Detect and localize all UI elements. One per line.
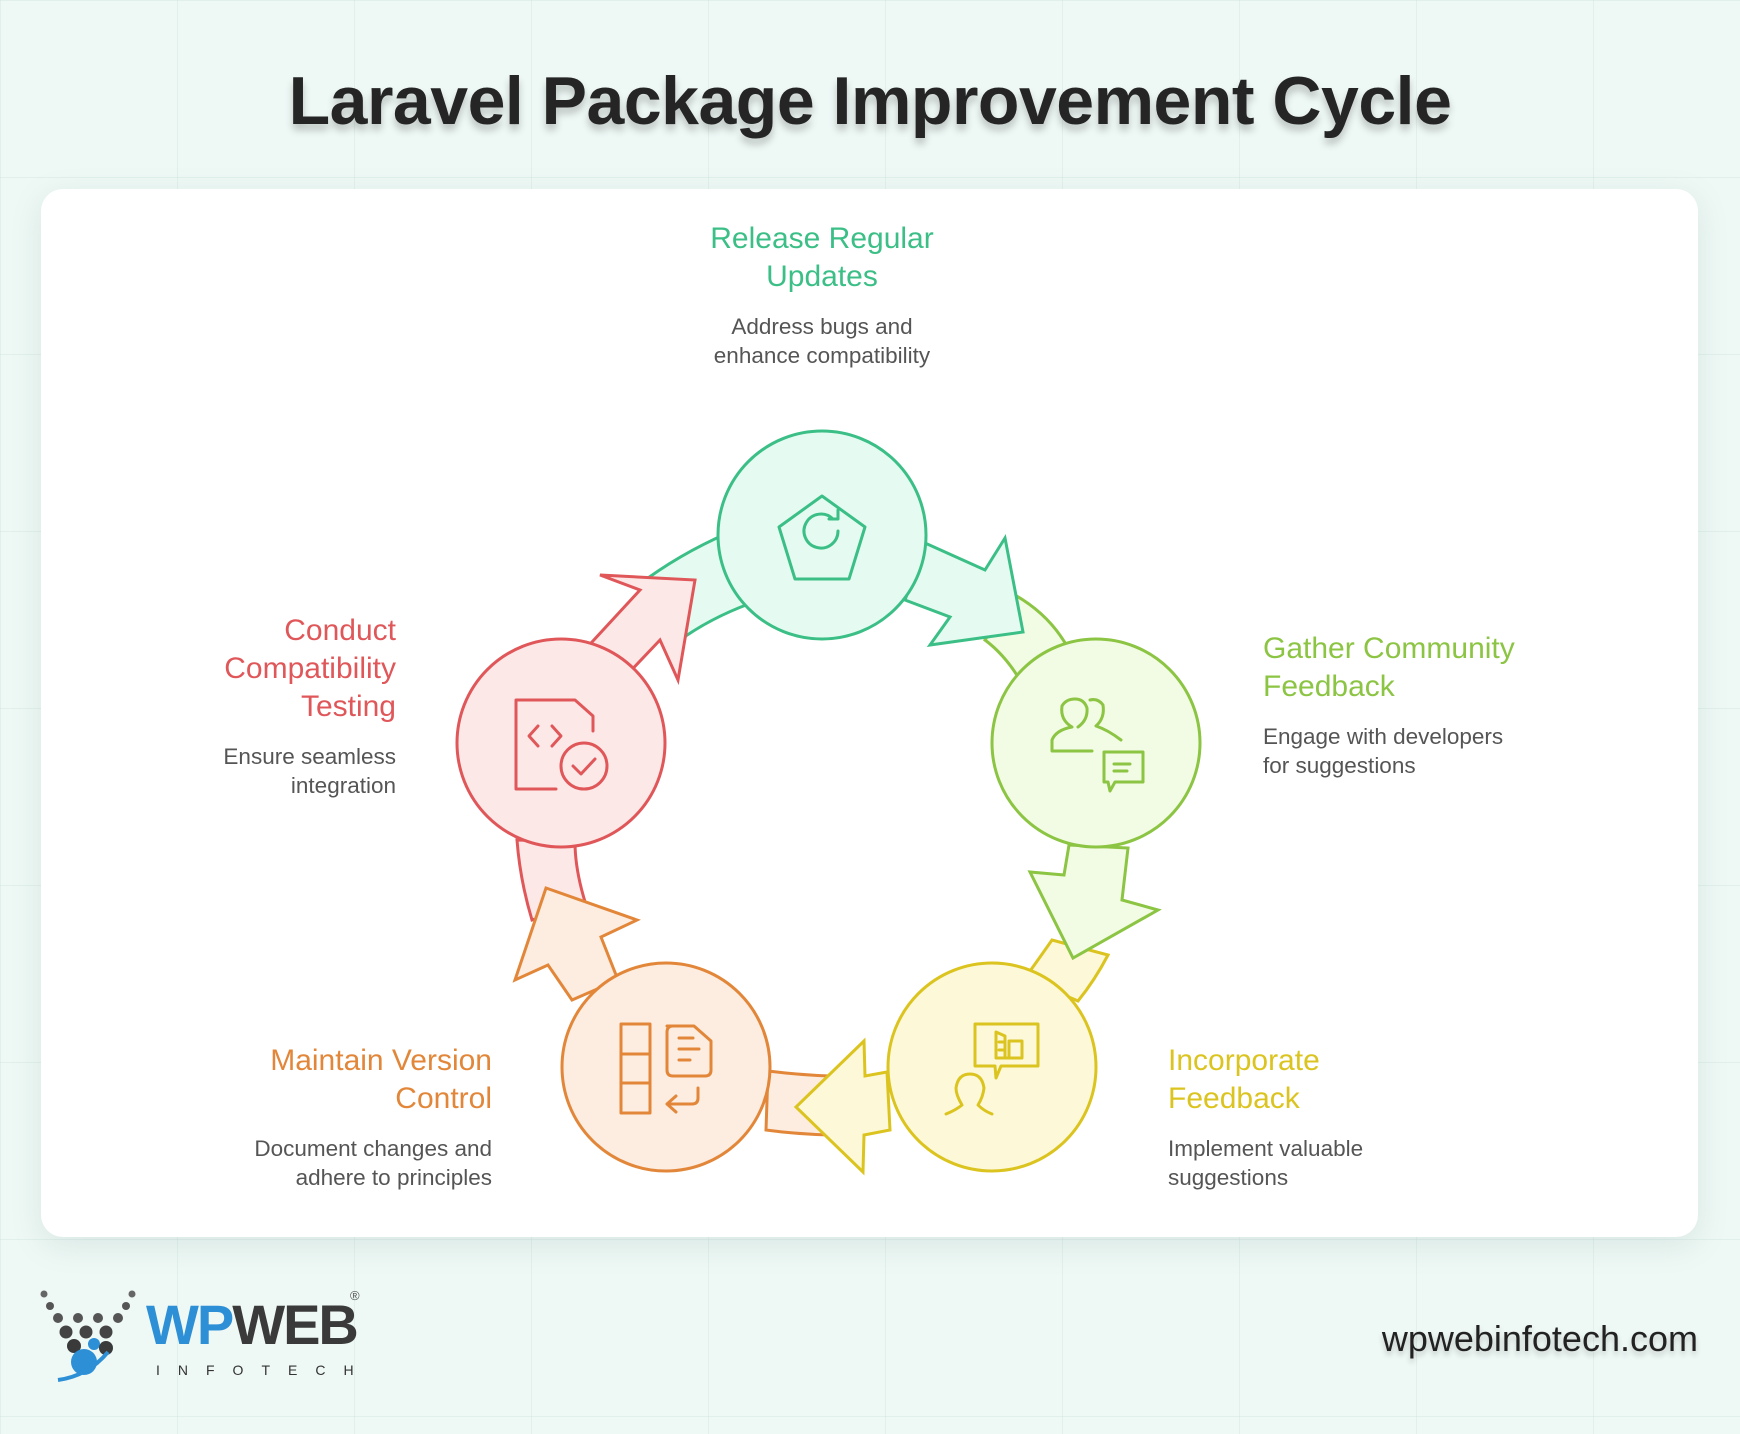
page-title: Laravel Package Improvement Cycle	[288, 63, 1452, 139]
registered-mark: ®	[350, 1288, 360, 1303]
version-document-return-icon	[619, 1022, 713, 1115]
logo-mark-icon	[40, 1290, 136, 1382]
diagram-card	[41, 189, 1698, 1237]
step-circle-release-updates	[716, 429, 928, 641]
logo-wordmark: WPWEB	[146, 1293, 359, 1356]
person-speech-book-icon	[944, 1022, 1040, 1116]
code-file-check-icon	[514, 698, 609, 791]
step-circle-version-control	[560, 961, 772, 1173]
pentagon-refresh-icon	[777, 494, 867, 581]
company-logo: WPWEB ® INFOTECH	[38, 1288, 378, 1388]
arrow-yellow-to-orange	[764, 1037, 892, 1176]
users-chat-icon	[1050, 697, 1145, 793]
website-url: wpwebinfotech.com	[1381, 1318, 1698, 1359]
arrow-orange-to-red	[512, 838, 641, 1002]
step-circle-incorporate-feedback	[886, 961, 1098, 1173]
step-circle-gather-feedback	[990, 637, 1202, 849]
step-circle-compatibility-testing	[455, 637, 667, 849]
logo-subtitle: INFOTECH	[156, 1362, 372, 1378]
